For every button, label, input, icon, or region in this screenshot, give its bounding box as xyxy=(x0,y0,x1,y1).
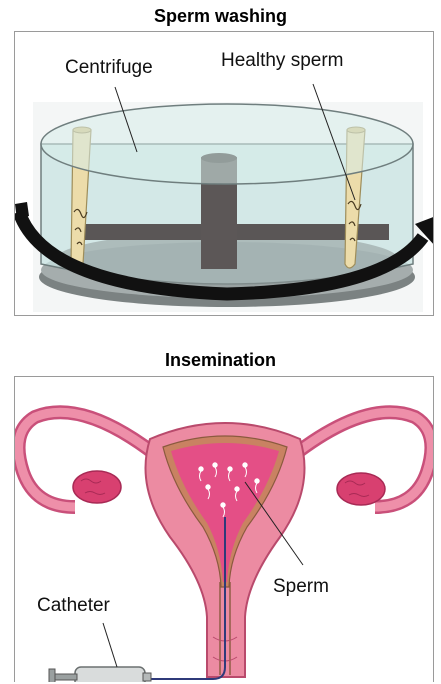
centrifuge-lid xyxy=(41,104,413,184)
washing-panel: Centrifuge Healthy sperm xyxy=(14,31,434,316)
centrifuge-label: Centrifuge xyxy=(65,57,153,79)
washing-title: Sperm washing xyxy=(0,6,441,27)
catheter-syringe xyxy=(49,667,151,682)
catheter-label: Catheter xyxy=(37,595,110,617)
insemination-panel: Sperm Catheter xyxy=(14,376,434,682)
catheter-leader xyxy=(103,623,117,667)
uterus-illustration xyxy=(15,377,434,682)
sperm-label: Sperm xyxy=(273,576,329,598)
insemination-title: Insemination xyxy=(0,350,441,371)
healthy-sperm-label: Healthy sperm xyxy=(221,50,344,72)
